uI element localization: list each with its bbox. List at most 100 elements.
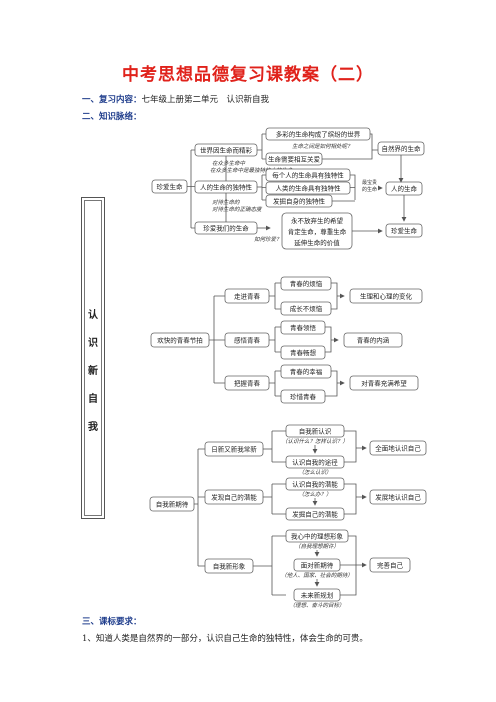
unit-label-char: 自 <box>88 394 98 405</box>
annotation-note: 在众多生命中是最独特的人的生命 <box>210 167 294 174</box>
bracket-line <box>332 174 356 202</box>
annotation-note: （自我理想期许） <box>295 543 339 550</box>
node-box <box>280 301 332 316</box>
tree-cherish-life: 珍爱生命 世界因生命而精彩 人的生命的独特性 珍爱我们的生命 在众多生命中 在众… <box>151 127 425 250</box>
node-cherish-our-life: 珍爱我们的生命 <box>203 224 249 233</box>
connector-lines <box>269 282 281 310</box>
annotation-note: （怎么办？） <box>298 491 331 498</box>
section-label: 三、课标要求： <box>82 617 142 627</box>
annotation-note: 生命之间是如何相处呢？ <box>292 143 353 150</box>
node-unique-life: 人的生命的独特性 <box>200 183 253 192</box>
connector-lines <box>257 133 266 160</box>
node-extend-value: 延伸生命的价值 <box>294 238 340 247</box>
arrow-connector <box>344 430 366 463</box>
node-natural-life: 自然界的生命 <box>382 144 422 153</box>
arrow-connector <box>325 326 338 353</box>
node-world-wonderful: 世界因生命而精彩 <box>200 146 253 155</box>
section-knowledge-map: 二、知识脉络： <box>82 110 142 122</box>
node-box <box>349 288 423 304</box>
node-new-image: 自我新形象 <box>213 562 246 571</box>
page-title: 中考思想品德复习课教案（二） <box>122 65 374 85</box>
arrow-connector <box>331 282 344 310</box>
node-box <box>369 489 427 505</box>
annotation-note: 对待生命的正确态度 <box>212 206 263 213</box>
node-cherish-life-result: 珍爱生命 <box>391 226 418 235</box>
connector-lines <box>209 295 225 384</box>
node-know-self-developing: 发展地认识自己 <box>375 493 421 502</box>
annotation-note: （怎么认识） <box>298 469 331 476</box>
arrow-connector <box>325 370 344 397</box>
connector-lines <box>271 430 286 463</box>
node-develop-potential: 发掘自己的潜能 <box>292 510 338 519</box>
connector-lines <box>269 370 281 397</box>
node-never-give-up: 永不放弃生的希望 <box>291 216 344 225</box>
node-feel-youth: 感悟青春 <box>234 336 261 345</box>
node-colorful-life: 多彩的生命构成了缤纷的世界 <box>276 130 361 139</box>
node-grasp-youth: 把握青春 <box>234 379 261 388</box>
node-human-unique: 人类的生命具有独特性 <box>276 184 342 193</box>
node-enter-youth: 走进青春 <box>234 292 261 301</box>
node-youth-happiness: 青春的幸福 <box>290 367 323 376</box>
node-box <box>280 345 326 360</box>
arrow-connector <box>344 483 366 515</box>
node-new-self-knowledge: 自我新认识 <box>299 427 332 436</box>
node-youth-hope: 对青春充满希望 <box>361 379 407 388</box>
node-future-plan: 未来新规划 <box>301 591 334 600</box>
connector-lines <box>194 448 205 567</box>
node-box <box>280 320 326 335</box>
annotation-note: （他人、国家、社会的期待） <box>281 572 353 579</box>
node-box <box>349 375 419 391</box>
node-box <box>369 557 411 573</box>
node-youth-worries: 青春的烦恼 <box>290 279 323 288</box>
node-root-self: 自我新期待 <box>156 500 189 509</box>
annotation-note: 对待生命的 <box>212 199 241 206</box>
node-ideal-image: 我心中的理想形象 <box>291 532 344 541</box>
arrow-connector <box>340 535 366 596</box>
node-box <box>280 364 332 379</box>
annotation-note: 在众多生命中 <box>212 160 246 167</box>
connector-lines <box>187 149 195 229</box>
node-cherish-youth: 珍惜青春 <box>290 392 317 401</box>
node-box <box>343 332 403 348</box>
node-root-youth: 欢快的青春节拍 <box>157 336 203 345</box>
annotation-note: （认识什么？怎样认识？） <box>282 438 348 445</box>
tree-self-expectation: 自我新期待 日新又新我常新 发现自己的潜能 自我新形象 自我新认识 （认识什么？… <box>149 424 427 609</box>
node-mutual-care: 生命需要相互关爱 <box>268 155 321 164</box>
node-root-cherish-life: 珍爱生命 <box>157 182 184 191</box>
node-discover-potential: 发现自己的潜能 <box>211 493 257 502</box>
node-know-self-fully: 全面地认识自己 <box>375 444 421 453</box>
node-youth-meaning: 青春的内涵 <box>357 336 390 345</box>
node-youth-insight: 青春领悟 <box>290 323 317 332</box>
node-box <box>280 389 326 404</box>
unit-label-inner-border <box>84 200 102 516</box>
section-value: 七年级上册第二单元 认识新自我 <box>141 95 270 105</box>
annotation-note: 如何珍爱？ <box>254 236 282 243</box>
node-box <box>265 181 351 195</box>
connector-lines <box>263 483 286 515</box>
node-discover-self: 发掘自身的独特性 <box>273 197 326 206</box>
node-individual-unique: 每个人的生命具有独特性 <box>272 171 344 180</box>
unit-label-column: 认 识 新 自 我 <box>81 197 105 519</box>
node-respect-life: 肯定生命，尊重生命 <box>288 227 347 236</box>
section-review-content: 一、复习内容：七年级上册第二单元 认识新自我 <box>82 93 269 105</box>
node-perfect-self: 完善自己 <box>377 561 404 570</box>
node-human-life: 人的生命 <box>391 184 418 193</box>
connector-lines <box>253 535 286 596</box>
node-youth-dream: 青春畅想 <box>290 348 317 357</box>
node-physical-mental-change: 生理和心理的变化 <box>360 292 413 301</box>
annotation-note: 的生命 <box>362 186 377 193</box>
section-label: 一、复习内容： <box>82 95 142 105</box>
annotation-note: 最宝贵 <box>362 179 377 186</box>
node-box <box>385 223 423 238</box>
section-label: 二、知识脉络： <box>82 112 142 122</box>
unit-label-char: 认 <box>88 310 98 321</box>
connector-lines <box>257 174 266 201</box>
node-new-self: 日新又新我常新 <box>211 445 257 454</box>
node-face-expectation: 面对新期待 <box>301 561 334 570</box>
node-grow-no-worry: 成长不烦恼 <box>290 304 323 313</box>
node-box <box>369 440 427 456</box>
unit-label-char: 新 <box>88 366 98 377</box>
section-curriculum-requirements: 三、课标要求： <box>82 615 142 627</box>
unit-label-char: 识 <box>88 338 98 349</box>
node-self-knowledge-path: 认识自我的途径 <box>292 458 338 467</box>
